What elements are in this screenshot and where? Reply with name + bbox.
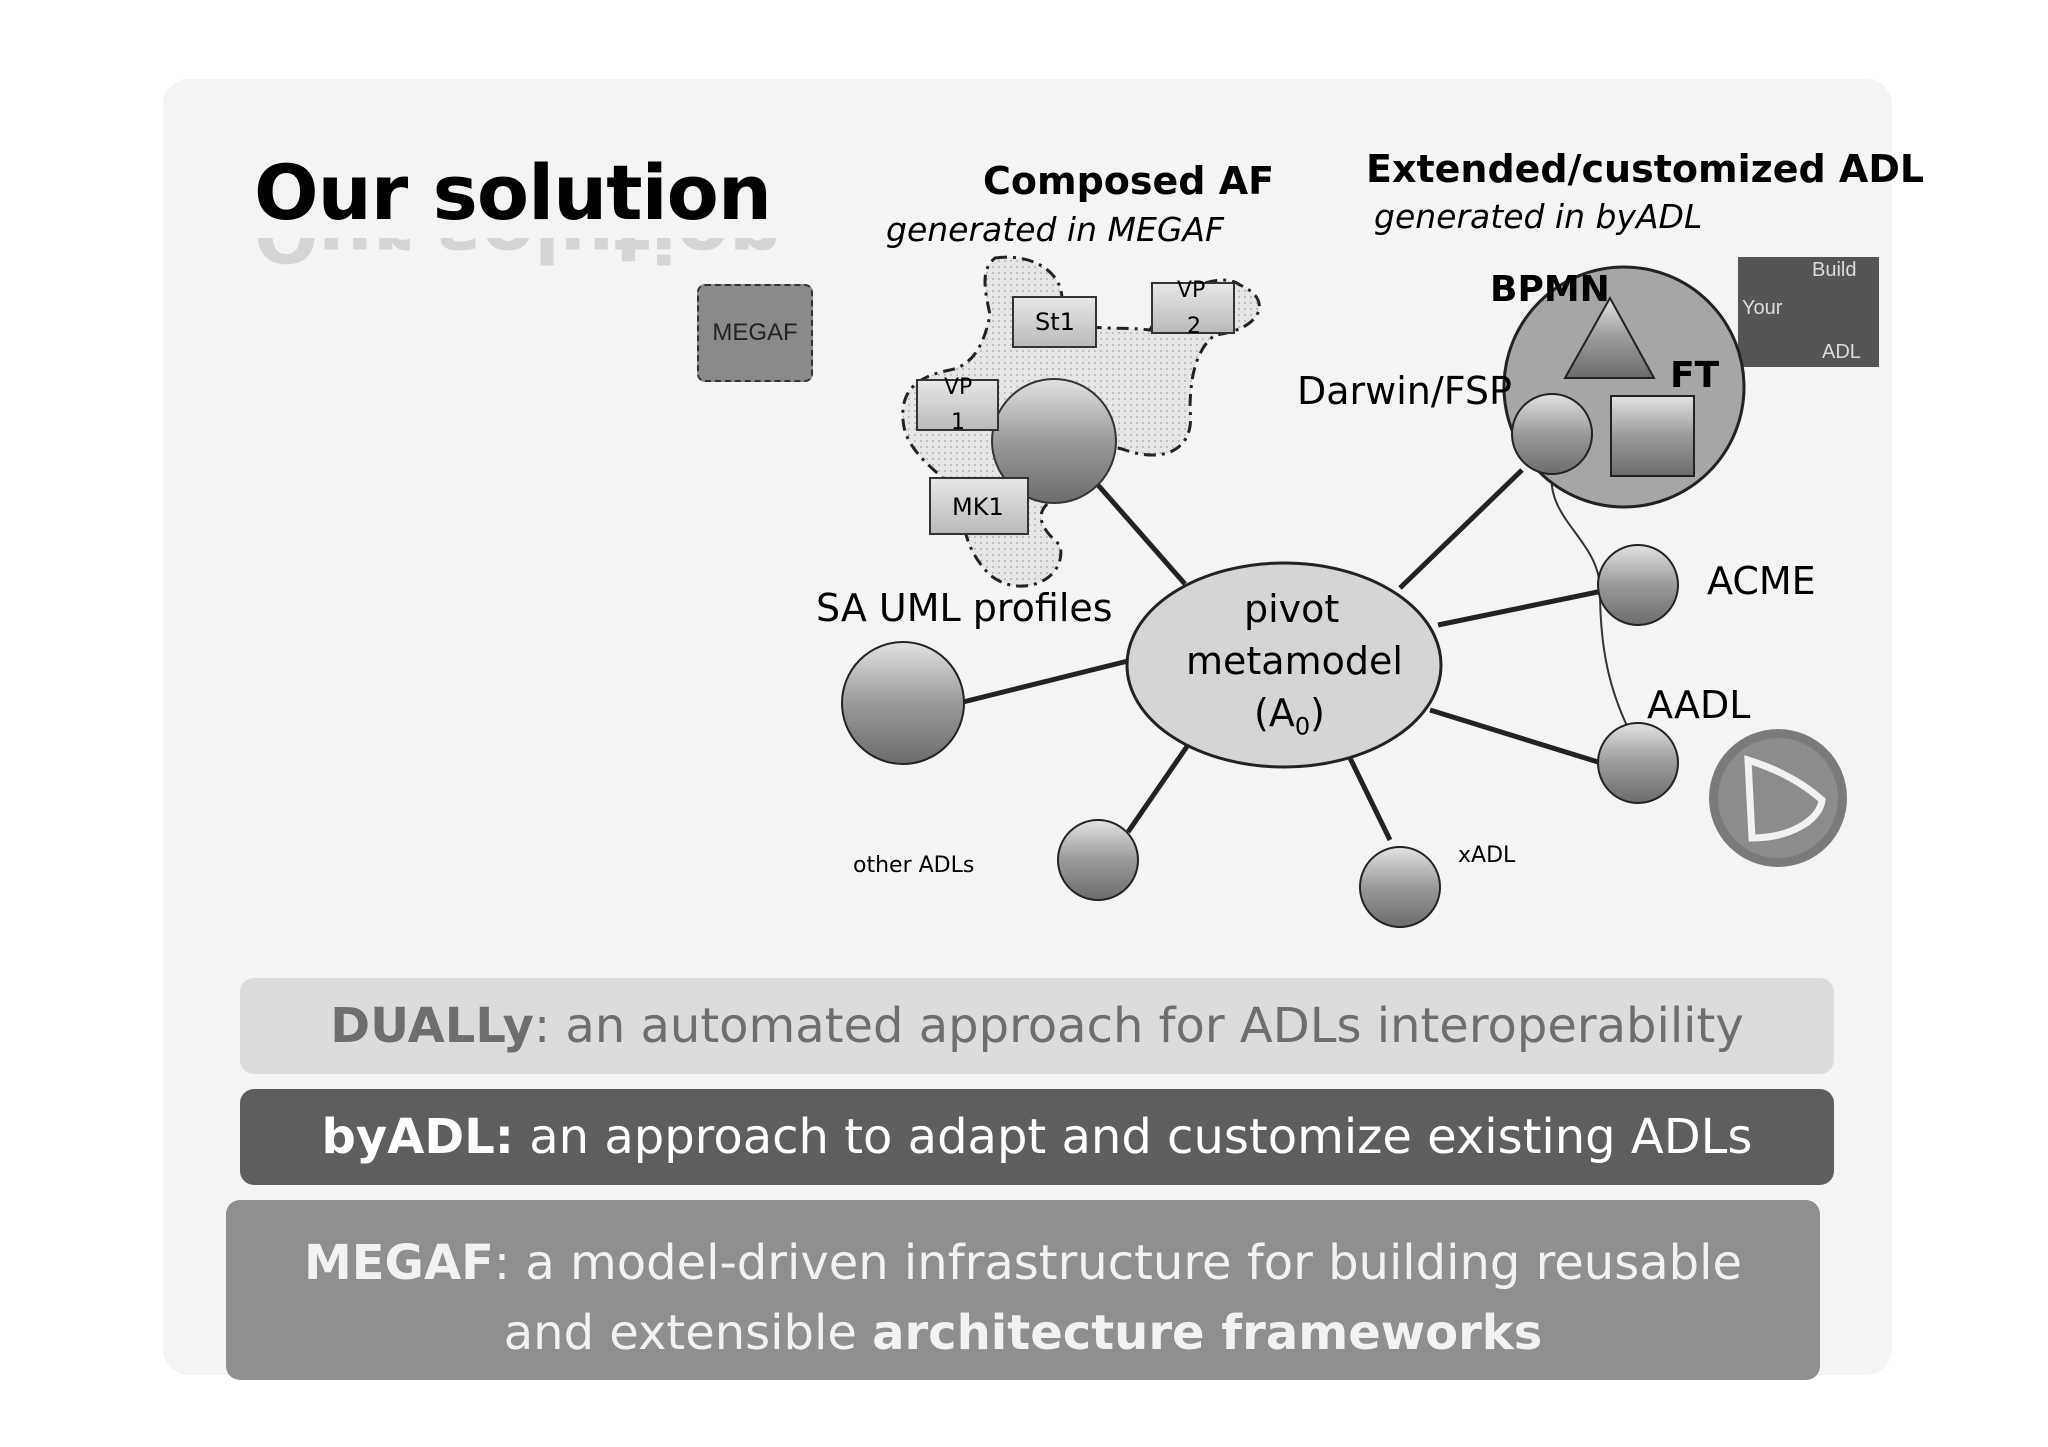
dually-logo-mark: [1744, 755, 1826, 842]
pivot-line2: metamodel: [1186, 639, 1403, 683]
label-sa-uml: SA UML profiles: [816, 586, 1113, 630]
connector-lines: [962, 468, 1618, 842]
label-xadl: xADL: [1458, 843, 1516, 868]
label-bpmn: BPMN: [1490, 269, 1610, 310]
dually-band: DUALLy: an automated approach for ADLs i…: [240, 978, 1834, 1074]
xadl-node: [1359, 846, 1441, 928]
label-mk1: MK1: [952, 493, 1004, 521]
composed-af-title: Composed AF: [983, 159, 1275, 203]
label-vp2-b: 2: [1187, 314, 1201, 339]
line-aadl: [1429, 707, 1599, 765]
line-byadl: [1398, 468, 1524, 590]
byadl-logo-your: Your: [1742, 297, 1783, 319]
darwin-node: [1511, 393, 1593, 475]
byadl-band: byADL: an approach to adapt and customiz…: [240, 1089, 1834, 1185]
line-other-adls: [1125, 743, 1191, 834]
label-aadl: AADL: [1647, 683, 1751, 727]
label-vp1-a: VP: [944, 375, 973, 400]
pivot-metamodel-node: [1125, 561, 1443, 769]
box-vp2: [1151, 282, 1235, 334]
label-other-adls: other ADLs: [853, 853, 975, 878]
label-st1: St1: [1035, 308, 1075, 336]
line-acme: [1437, 585, 1618, 628]
line-xadl: [1347, 756, 1393, 842]
ft-square: [1610, 395, 1695, 477]
megaf-band: MEGAF: a model-driven infrastructure for…: [226, 1200, 1820, 1380]
extended-adl-subtitle: generated in byADL: [1374, 197, 1703, 236]
composed-af-node: [991, 378, 1117, 504]
pivot-line3: (A0): [1254, 691, 1325, 741]
bpmn-triangle: [1563, 295, 1656, 379]
label-vp1-b: 1: [951, 410, 965, 435]
box-st1: [1012, 296, 1097, 348]
megaf-logo: MEGAF: [697, 284, 813, 382]
line-composed-af: [1096, 483, 1187, 586]
box-vp1: [916, 379, 999, 431]
pivot-line1: pivot: [1244, 587, 1340, 631]
extended-adl-title: Extended/customized ADL: [1366, 147, 1925, 191]
composed-af-subtitle: generated in MEGAF: [886, 210, 1224, 249]
label-acme: ACME: [1707, 559, 1816, 603]
other-adls-node: [1057, 819, 1139, 901]
line-sa-uml: [962, 657, 1133, 705]
box-mk1: [929, 477, 1029, 535]
acme-node: [1597, 544, 1679, 626]
byadl-logo: Build Your ADL: [1738, 257, 1879, 367]
label-vp2-a: VP: [1177, 278, 1206, 303]
label-darwin: Darwin/FSP: [1297, 369, 1512, 413]
byadl-logo-adl: ADL: [1822, 341, 1861, 363]
byadl-logo-build: Build: [1812, 259, 1857, 281]
label-ft: FT: [1670, 355, 1720, 396]
aadl-node: [1597, 722, 1679, 804]
slide-title: Our solution: [254, 148, 772, 237]
sa-uml-node: [841, 641, 965, 765]
